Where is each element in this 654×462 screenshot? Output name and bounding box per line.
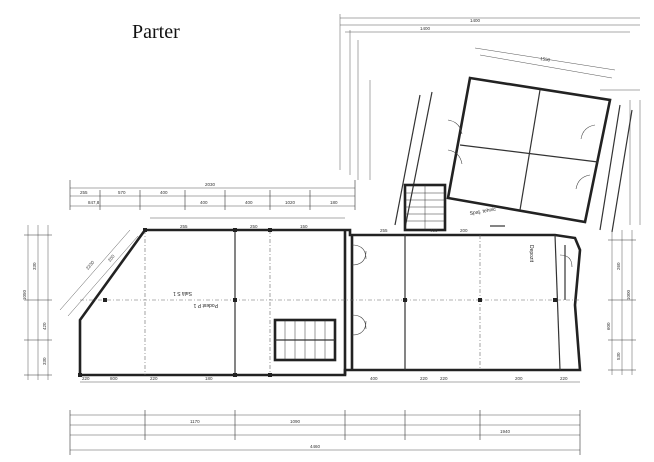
bottom-dimensions: 4460 220 800 220 1170 1090 400 220 1940 … [69, 376, 581, 455]
room-label-technical: Spaţ. tehnic [469, 206, 497, 217]
dim-bottom-0: 220 [82, 376, 90, 381]
dim-misc-2: 255 [380, 228, 388, 233]
svg-text:400: 400 [245, 200, 253, 205]
dim-left-2: 420 [42, 322, 47, 330]
svg-text:200: 200 [107, 253, 116, 262]
right-dimensions: 260 1000 600 530 [606, 230, 636, 375]
dim-right-3: 530 [616, 352, 621, 360]
interior-stair [273, 318, 337, 362]
dim-right-0: 260 [616, 262, 621, 270]
dim-bottom-4: 1090 [290, 419, 301, 424]
svg-text:847,8: 847,8 [88, 200, 100, 205]
svg-text:1400: 1400 [420, 26, 431, 31]
drawing-title: Parter [132, 21, 180, 43]
dim-bottom-5: 400 [370, 376, 378, 381]
dim-bottom-3: 1170 [190, 419, 200, 424]
dim-bottom-8: 220 [560, 376, 568, 381]
svg-text:1020: 1020 [285, 200, 296, 205]
svg-text:570: 570 [118, 190, 126, 195]
svg-text:255: 255 [80, 190, 88, 195]
dim-misc-8: 180 [205, 376, 213, 381]
svg-text:400: 400 [200, 200, 208, 205]
dim-misc-7: 200 [515, 376, 523, 381]
svg-text:180: 180 [330, 200, 338, 205]
annex-walls: Spaţ. tehnic [394, 76, 633, 233]
dim-misc-0: 250 [250, 224, 258, 229]
misc-dimensions: 250 150 255 400 200 255 220 200 180 [180, 224, 523, 381]
annex-stair [403, 183, 447, 232]
room-label-hall: Sală S 1 [173, 290, 192, 296]
dim-misc-5: 255 [180, 224, 188, 229]
dim-misc-6: 220 [440, 376, 448, 381]
left-diagonal-dimensions: 2230 200 [59, 229, 139, 317]
svg-text:2230: 2230 [85, 259, 96, 270]
dim-misc-3: 400 [430, 228, 438, 233]
dim-bottom-total: 4460 [310, 444, 321, 449]
dim-top-main: 2030 [205, 182, 216, 187]
room-label-landing: Podest P 1 [193, 302, 218, 308]
dim-bottom-6: 220 [420, 376, 428, 381]
dim-left-1: 1050 [22, 289, 27, 300]
dim-left-3: 330 [42, 357, 47, 365]
svg-text:400: 400 [160, 190, 168, 195]
dim-bottom-1: 800 [110, 376, 118, 381]
room-label-storage: Depozit [528, 245, 534, 263]
dim-right-1: 1000 [626, 289, 631, 300]
dim-bottom-7: 1940 [500, 429, 511, 434]
left-dimensions: 1050 330 420 330 [22, 225, 52, 380]
dim-left-0: 330 [32, 262, 37, 270]
main-walls [78, 228, 582, 377]
svg-text:1550: 1550 [540, 56, 551, 63]
dim-misc-4: 200 [460, 228, 468, 233]
dim-top-top: 1400 [470, 18, 481, 23]
dim-misc-1: 150 [300, 224, 308, 229]
main-doors [351, 225, 573, 336]
dim-right-2: 600 [606, 322, 611, 330]
dim-bottom-2: 220 [150, 376, 158, 381]
top-dimension-lines: 1400 1400 1550 [339, 14, 641, 225]
main-top-dimensions: 2030 255 570 400 400 400 1020 847,8 180 [69, 180, 356, 219]
